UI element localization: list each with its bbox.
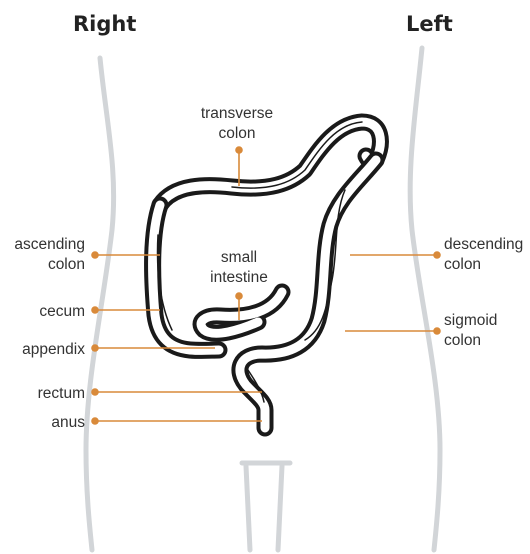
label-sigmoid-colon: sigmoid colon xyxy=(345,312,497,349)
label-transverse-colon-line1: transverse xyxy=(201,105,273,122)
label-rectum: rectum xyxy=(38,385,262,402)
label-small-intestine-line2: intestine xyxy=(210,269,268,286)
label-small-intestine-line1: small xyxy=(221,249,257,266)
body-silhouette xyxy=(86,48,440,550)
label-ascending-colon-line1: ascending xyxy=(14,236,85,253)
label-anus-text: anus xyxy=(51,414,85,431)
label-rectum-text: rectum xyxy=(38,385,85,402)
label-transverse-colon: transverse colon xyxy=(201,105,273,186)
label-anus: anus xyxy=(51,414,262,431)
label-transverse-colon-line2: colon xyxy=(218,125,255,142)
label-cecum-text: cecum xyxy=(39,303,85,320)
label-sigmoid-colon-line2: colon xyxy=(444,332,481,349)
label-ascending-colon: ascending colon xyxy=(14,236,160,273)
label-appendix-text: appendix xyxy=(22,341,85,358)
label-descending-colon: descending colon xyxy=(350,236,523,273)
label-ascending-colon-line2: colon xyxy=(48,256,85,273)
heading-right: Right xyxy=(73,12,136,36)
label-descending-colon-line1: descending xyxy=(444,236,523,253)
label-descending-colon-line2: colon xyxy=(444,256,481,273)
label-sigmoid-colon-line1: sigmoid xyxy=(444,312,497,329)
heading-left: Left xyxy=(406,12,453,36)
